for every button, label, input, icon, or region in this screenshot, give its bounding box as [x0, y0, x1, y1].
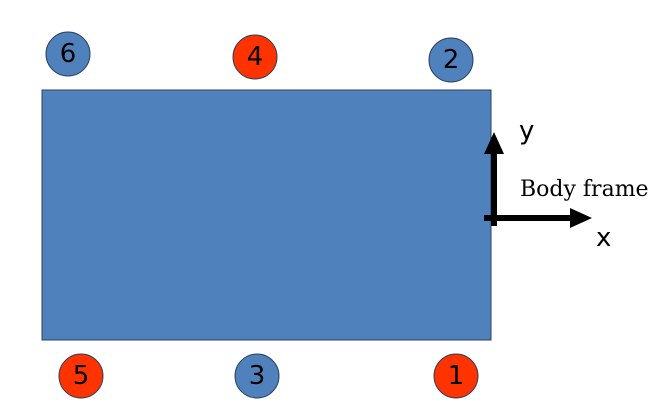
marker-3: 3	[234, 353, 280, 399]
marker-3-circle	[234, 353, 280, 399]
marker-3-label: 3	[249, 361, 266, 391]
marker-2: 2	[428, 37, 474, 83]
marker-2-label: 2	[443, 45, 460, 75]
y-axis-arrowhead	[484, 132, 504, 154]
marker-1-label: 1	[448, 361, 465, 391]
marker-6-circle	[45, 31, 91, 77]
marker-5: 5	[58, 353, 104, 399]
body-frame-axes	[484, 132, 592, 228]
marker-4: 4	[232, 34, 278, 80]
marker-6: 6	[45, 31, 91, 77]
x-axis-arrowhead	[570, 208, 592, 228]
marker-5-label: 5	[73, 361, 90, 391]
x-axis-label: x	[596, 223, 611, 253]
marker-5-circle	[58, 353, 104, 399]
marker-6-label: 6	[60, 39, 77, 69]
marker-2-circle	[428, 37, 474, 83]
marker-1: 1	[433, 353, 479, 399]
y-axis-label: y	[519, 116, 534, 146]
marker-4-circle	[232, 34, 278, 80]
marker-4-label: 4	[247, 42, 264, 72]
body-rectangle	[41, 89, 492, 341]
body-frame-label: Body frame	[520, 177, 649, 202]
marker-1-circle	[433, 353, 479, 399]
